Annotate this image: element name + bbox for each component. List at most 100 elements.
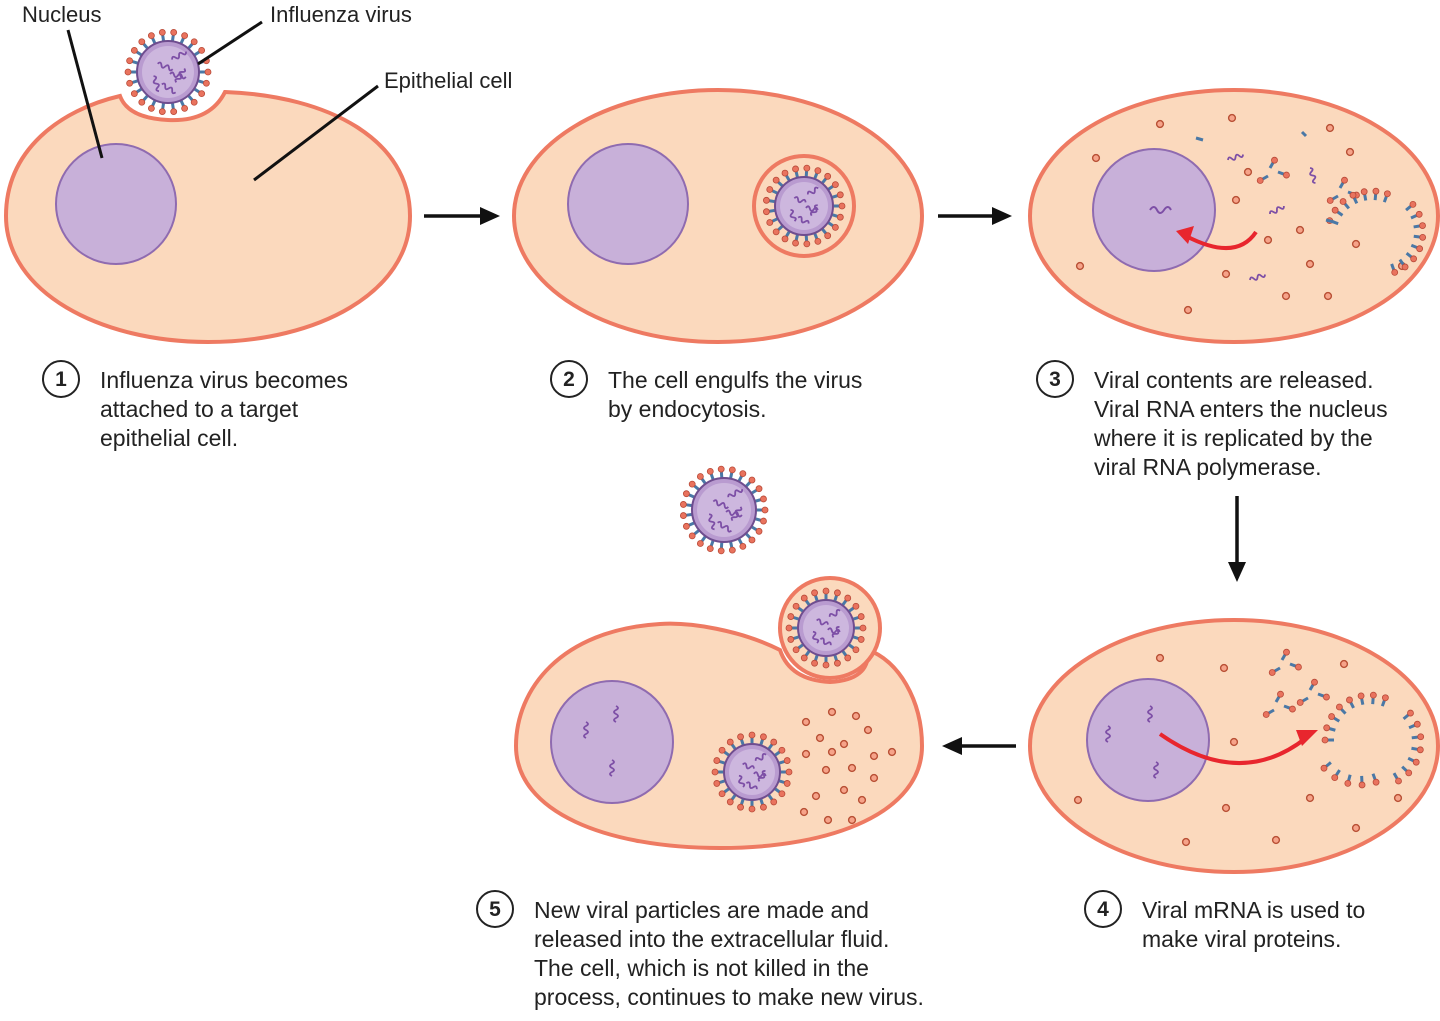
protein-subunit <box>1297 700 1303 706</box>
viral-particle <box>1229 115 1236 122</box>
envelope-spike <box>812 660 818 666</box>
envelope-spike <box>171 109 177 115</box>
envelope-spike <box>749 732 755 738</box>
caption-line: attached to a target <box>100 395 348 424</box>
protein-subunit <box>1278 172 1284 174</box>
envelope-spike <box>773 177 779 183</box>
envelope-spike <box>738 804 744 810</box>
protein-subunit <box>1373 188 1379 194</box>
step-number-badge: 3 <box>1036 360 1074 398</box>
viral-particle <box>1283 293 1290 300</box>
caption-line: The cell engulfs the virus <box>608 366 862 395</box>
protein-fragment <box>1326 220 1334 222</box>
protein-subunit <box>1324 725 1330 731</box>
step-description: The cell engulfs the virus by endocytosi… <box>608 366 862 424</box>
protein-subunit <box>1321 765 1327 771</box>
step-number-badge: 4 <box>1084 890 1122 928</box>
viral-particle <box>1341 661 1348 668</box>
envelope-spike <box>718 466 724 472</box>
protein-subunit <box>1278 691 1284 697</box>
envelope-spike <box>782 170 788 176</box>
envelope-spike <box>793 647 799 653</box>
viral-particle <box>1093 155 1100 162</box>
viral-particle <box>841 787 848 794</box>
nucleus <box>56 144 176 264</box>
cell-step-2 <box>514 90 922 342</box>
step-3-caption: 3 Viral contents are released. Viral RNA… <box>1036 366 1388 482</box>
protein-subunit <box>1362 699 1363 705</box>
protein-subunit <box>1420 234 1426 240</box>
cell-step-5 <box>516 578 922 848</box>
caption-line: by endocytosis. <box>608 395 862 424</box>
protein-subunit <box>1414 721 1420 727</box>
viral-particle <box>1353 825 1360 832</box>
envelope-spike <box>148 105 154 111</box>
arrow-step4-to-step5 <box>942 737 1016 755</box>
protein-subunit <box>1361 189 1367 195</box>
envelope-spike <box>815 238 821 244</box>
envelope-spike <box>845 655 851 661</box>
protein-subunit <box>1411 256 1417 262</box>
viral-particle <box>1157 655 1164 662</box>
envelope-spike <box>749 537 755 543</box>
viral-particle <box>1307 795 1314 802</box>
envelope-spike <box>191 99 197 105</box>
envelope-spike <box>837 192 843 198</box>
protein-subunit <box>1283 172 1289 178</box>
envelope-spike <box>771 739 777 745</box>
envelope-spike <box>740 471 746 477</box>
protein-subunit <box>1318 694 1324 696</box>
envelope-spike <box>779 791 785 797</box>
envelope-spike <box>832 182 838 188</box>
protein-subunit <box>1345 780 1351 786</box>
envelope-spike <box>815 168 821 174</box>
protein-subunit <box>1358 693 1364 699</box>
viral-particle <box>1223 271 1230 278</box>
nucleus <box>1093 149 1215 271</box>
protein-subunit <box>1336 704 1342 710</box>
envelope-spike <box>683 523 689 529</box>
envelope-spike <box>784 758 790 764</box>
viral-particle <box>1307 261 1314 268</box>
arrow-step3-to-step4 <box>1228 496 1246 582</box>
envelope-spike <box>760 734 766 740</box>
protein-subunit <box>1375 194 1376 200</box>
envelope-spike <box>767 219 773 225</box>
envelope-spike <box>199 47 205 53</box>
caption-line: New viral particles are made and <box>534 896 924 925</box>
viral-particle <box>841 741 848 748</box>
envelope-spike <box>689 533 695 539</box>
protein-subunit <box>1295 664 1301 670</box>
viral-particle <box>803 751 810 758</box>
viral-particle <box>1273 837 1280 844</box>
envelope-spike <box>773 229 779 235</box>
viral-particle <box>1395 795 1402 802</box>
nucleus-label: Nucleus <box>22 2 101 27</box>
protein-subunit <box>1323 694 1329 700</box>
released-influenza-virus <box>680 466 768 554</box>
envelope-spike <box>804 241 810 247</box>
envelope-spike <box>714 758 720 764</box>
envelope-spike <box>712 769 718 775</box>
viral-particle <box>813 793 820 800</box>
viral-particle <box>871 753 878 760</box>
viral-particle <box>1231 739 1238 746</box>
viral-particle <box>1157 121 1164 128</box>
step-description: New viral particles are made and release… <box>534 896 924 1012</box>
envelope-spike <box>837 214 843 220</box>
caption-line: make viral proteins. <box>1142 925 1365 954</box>
envelope-spike <box>697 474 703 480</box>
protein-subunit <box>1263 712 1269 718</box>
envelope-spike <box>689 481 695 487</box>
viral-particle <box>803 719 810 726</box>
envelope-spike <box>771 799 777 805</box>
step-number-badge: 5 <box>476 890 514 928</box>
viral-particle <box>1327 125 1334 132</box>
protein-subunit <box>1329 714 1335 720</box>
envelope-spike <box>834 590 840 596</box>
envelope-spike <box>760 518 766 524</box>
step-5-caption: 5 New viral particles are made and relea… <box>476 896 924 1012</box>
viral-particle <box>1353 241 1360 248</box>
envelope-spike <box>779 747 785 753</box>
